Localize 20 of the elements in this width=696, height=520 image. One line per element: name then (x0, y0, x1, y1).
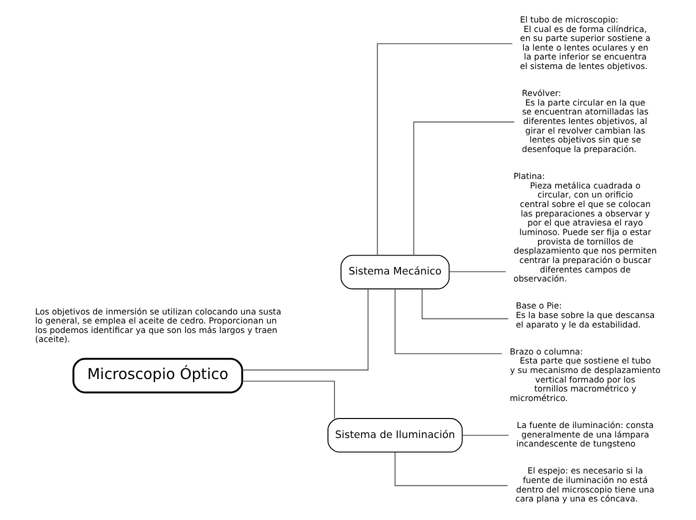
node-text: Platina: Pieza metálica cuadrada o circular, con un orificio central sobre el que se colocan las preparaciones a observar y por el que atraviesa el rayo luminoso. Puede ser fija o estar provista de tornillos de desplazamiento que nos permiten centrar la preparación o buscar diferentes campos de observación. (513, 171, 657, 284)
node-text: Brazo o columna: Esta parte que sostiene el tubo y su mecanismo de desplazamiento vertical formado por los tornillos macrométrico y micrométrico. (510, 346, 661, 403)
connector (462, 434, 510, 436)
node-text: La fuente de iluminación: consta generalmente de una lámpara incandescente de tungsteno (516, 420, 654, 449)
node-box: Sistema Mecánico (340, 254, 450, 290)
node-text: Base o Pie: Es la base sobre la que descansa el aparato y le da estabilidad. (516, 300, 655, 330)
node-text: El tubo de microscopio: El cual es de forma cilíndrica, en su parte superior sostiene a la lente o lentes oculares y en la parte inferior se encuentra el sistema de lentes objetivos. (520, 14, 651, 72)
node-text: El espejo: es necesario si la fuente de iluminación no está dentro del microscopio tiene una cara plana y una es cóncava. (515, 466, 654, 504)
connector (242, 380, 335, 419)
connector (394, 288, 503, 354)
connector (422, 288, 509, 320)
label: Los objetivos de inmersión se utilizan colocando una susta lo general, se emplea el aceite de cedro. Proporcionan un los podemos identificar ya que son los más largos y traen (aceite). (35, 306, 282, 344)
connector (394, 452, 508, 486)
connector (376, 43, 513, 256)
connector (448, 271, 506, 272)
node-box: Sistema de Iluminación (328, 418, 463, 453)
node-box: Microscopio Óptico (72, 358, 244, 394)
connector (413, 122, 515, 256)
node-text: Revólver: Es la parte circular en la que se encuentran atornilladas las diferentes lentes objetivos, al girar el revolver cambian las lentes objetivos sin que se desenfoque la preparación. (522, 88, 648, 154)
connector (242, 288, 368, 370)
